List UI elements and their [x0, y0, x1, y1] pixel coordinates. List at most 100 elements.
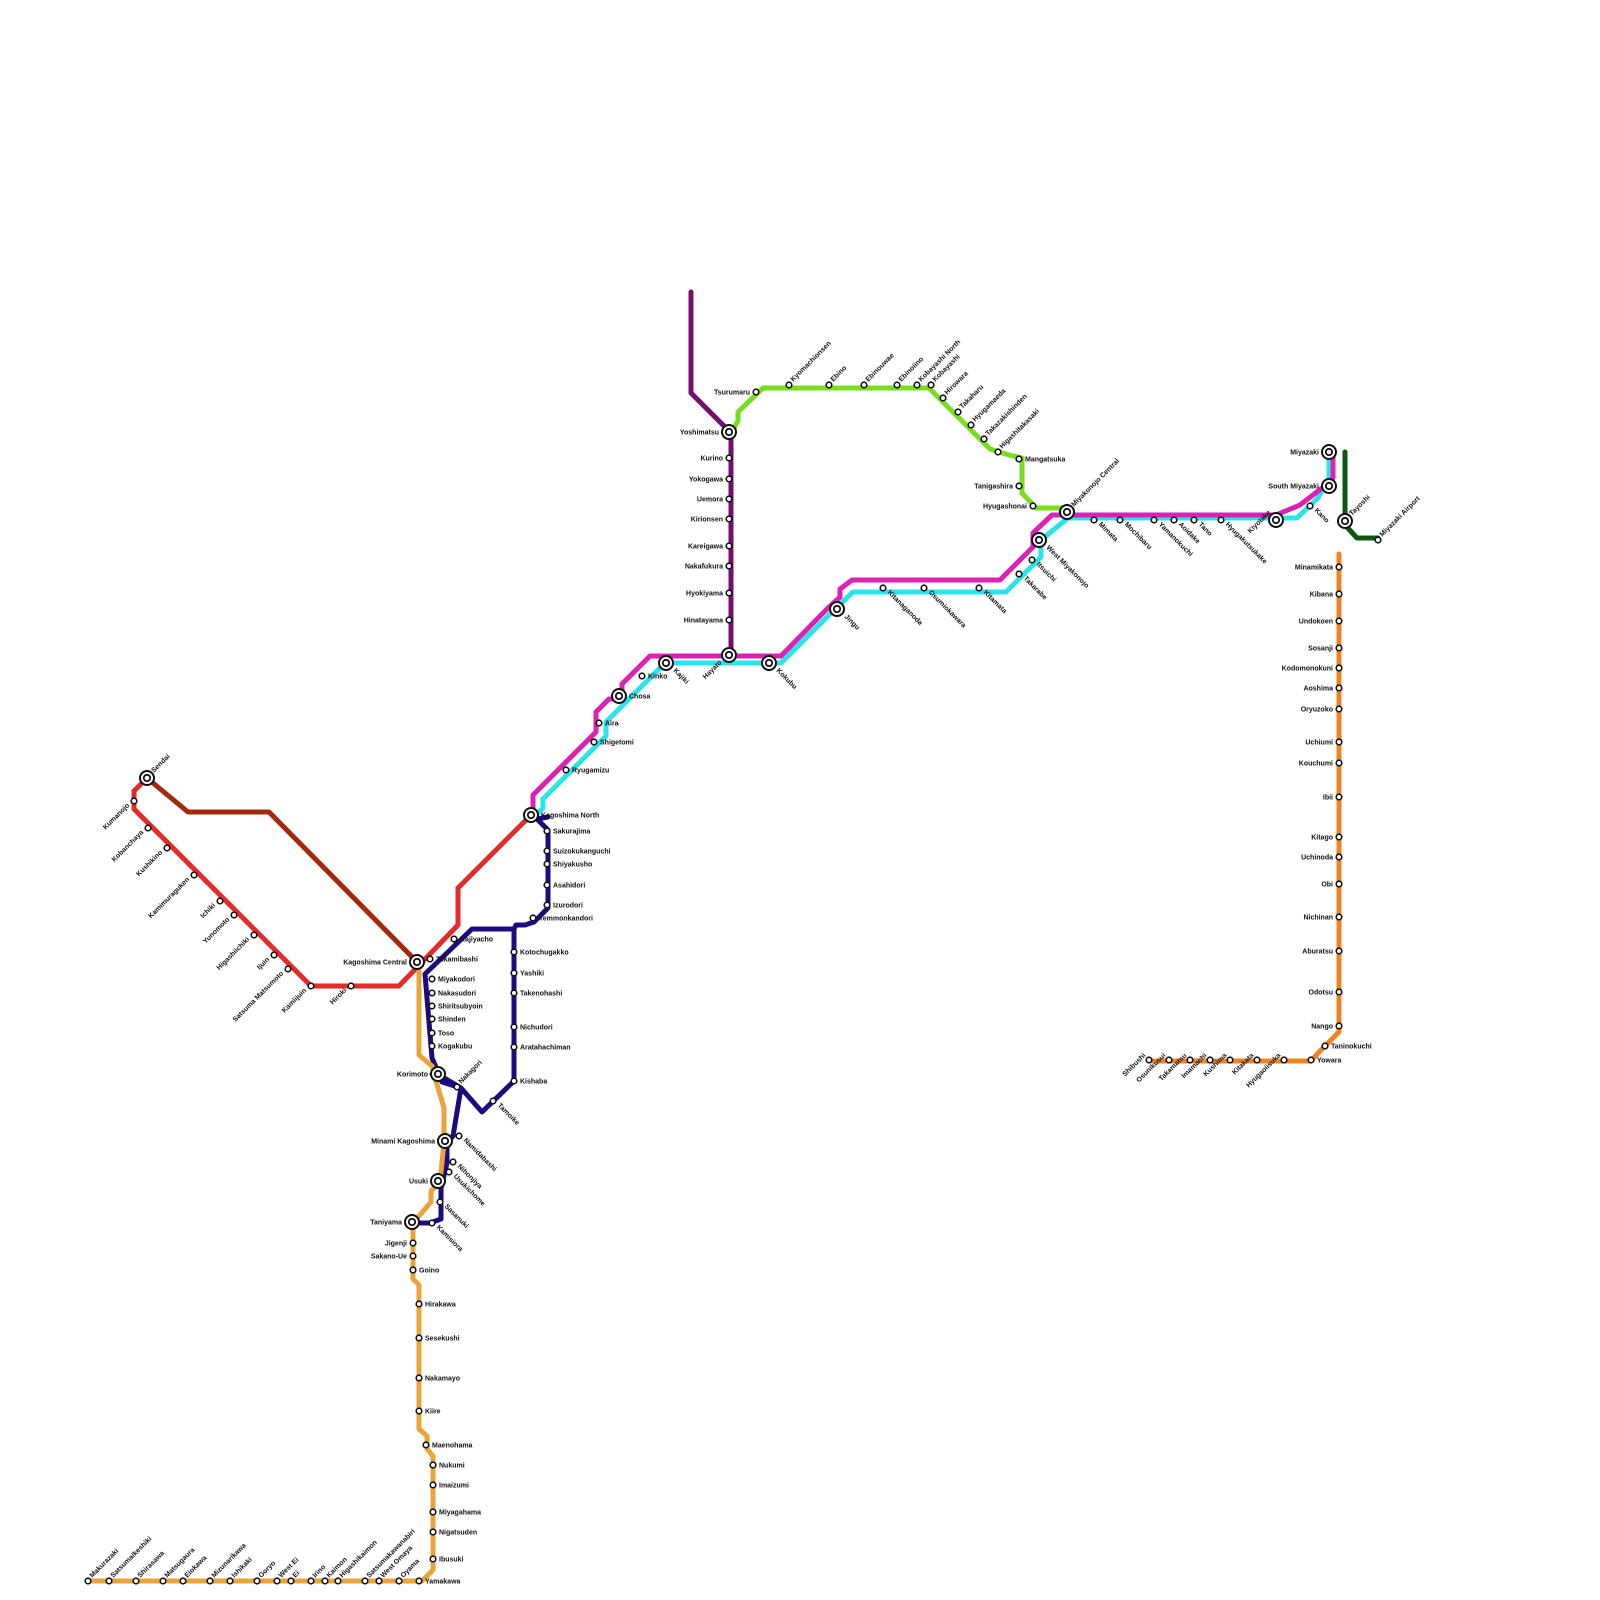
station-marker-hirakawa[interactable] — [415, 1300, 423, 1308]
station-marker-ichiki[interactable] — [216, 897, 224, 905]
station-marker-kishaba[interactable] — [510, 1077, 518, 1085]
station-marker-yamanokuchi[interactable] — [1150, 516, 1158, 524]
station-marker-nukumi[interactable] — [429, 1461, 437, 1469]
station-marker-yokogawa[interactable] — [725, 475, 733, 483]
station-marker-sosanji[interactable] — [1335, 644, 1343, 652]
station-marker-takarabe[interactable] — [1015, 570, 1023, 578]
station-marker-hyokiyama[interactable] — [725, 589, 733, 597]
station-marker-hirowara[interactable] — [939, 394, 947, 402]
station-marker-itsuichi[interactable] — [1028, 556, 1036, 564]
station-marker-usukichome[interactable] — [445, 1168, 453, 1176]
station-marker-goino[interactable] — [409, 1266, 417, 1274]
station-marker-uemora[interactable] — [725, 495, 733, 503]
station-marker-kobanchaya[interactable] — [144, 824, 152, 832]
station-marker-aratahachiman[interactable] — [510, 1043, 518, 1051]
station-marker-makurazaki[interactable] — [84, 1577, 92, 1585]
station-marker-kamisiora[interactable] — [428, 1219, 436, 1227]
station-marker-kushima[interactable] — [1226, 1056, 1234, 1064]
station-marker-oyama[interactable] — [395, 1577, 403, 1585]
station-marker-takamatsu[interactable] — [1186, 1056, 1194, 1064]
station-marker-namidabashi[interactable] — [455, 1132, 463, 1140]
station-marker-ei[interactable] — [287, 1577, 295, 1585]
station-marker-kyomachionsen[interactable] — [785, 381, 793, 389]
station-marker-aira[interactable] — [595, 719, 603, 727]
station-marker-sakano-ue[interactable] — [409, 1252, 417, 1260]
station-marker-hyugakutsukake[interactable] — [1217, 516, 1225, 524]
station-marker-mochibaru[interactable] — [1116, 516, 1124, 524]
station-marker-ebinouwae[interactable] — [860, 381, 868, 389]
station-marker-hyugamaeda[interactable] — [967, 421, 975, 429]
station-marker-kamiijuin[interactable] — [307, 982, 315, 990]
station-marker-hiroki[interactable] — [347, 982, 355, 990]
station-marker-ebino[interactable] — [825, 381, 833, 389]
station-marker-nango[interactable] — [1335, 1022, 1343, 1030]
station-marker-kirionsen[interactable] — [725, 515, 733, 523]
station-marker-suizokukanguchi[interactable] — [543, 847, 551, 855]
station-marker-irino[interactable] — [307, 1577, 315, 1585]
station-marker-temmonkandori[interactable] — [529, 914, 537, 922]
station-marker-kouchumi[interactable] — [1335, 759, 1343, 767]
station-marker-hyugashonai[interactable] — [1029, 502, 1037, 510]
station-marker-kushikino[interactable] — [163, 844, 171, 852]
station-marker-nakafukura[interactable] — [725, 562, 733, 570]
station-marker-kobayashi[interactable] — [927, 381, 935, 389]
station-marker-kobayashi-north[interactable] — [913, 381, 921, 389]
station-marker-kajiyacho[interactable] — [450, 935, 458, 943]
station-marker-kaimon[interactable] — [321, 1577, 329, 1585]
station-marker-kitago[interactable] — [1335, 833, 1343, 841]
station-marker-obi[interactable] — [1335, 880, 1343, 888]
station-marker-nihonjiya[interactable] — [449, 1158, 457, 1166]
station-marker-higashiichiki[interactable] — [250, 931, 258, 939]
station-marker-imaizumi[interactable] — [429, 1481, 437, 1489]
station-marker-kamimuraguken[interactable] — [190, 871, 198, 879]
station-marker-takaharu[interactable] — [954, 408, 962, 416]
station-marker-minamikata[interactable] — [1335, 563, 1343, 571]
station-marker-tano[interactable] — [1190, 516, 1198, 524]
station-marker-imamachi[interactable] — [1206, 1056, 1214, 1064]
station-marker-tanigashira[interactable] — [1015, 482, 1023, 490]
station-marker-west-omaya[interactable] — [375, 1577, 383, 1585]
station-marker-taninokuchi[interactable] — [1321, 1042, 1329, 1050]
station-marker-kano[interactable] — [1306, 502, 1314, 510]
station-marker-ijuin[interactable] — [270, 951, 278, 959]
station-marker-osunikusui[interactable] — [1165, 1056, 1173, 1064]
station-marker-sasanuki[interactable] — [436, 1198, 444, 1206]
station-marker-osumiokawara[interactable] — [920, 584, 928, 592]
station-marker-higashikaimon[interactable] — [334, 1577, 342, 1585]
station-marker-miyazaki-airport[interactable] — [1374, 536, 1382, 544]
station-marker-kumanojo[interactable] — [130, 797, 138, 805]
station-marker-aoidake[interactable] — [1170, 516, 1178, 524]
station-marker-hinatayama[interactable] — [725, 616, 733, 624]
station-marker-kinko[interactable] — [638, 672, 646, 680]
station-marker-ibusuki[interactable] — [429, 1555, 437, 1563]
station-marker-mimata[interactable] — [1090, 516, 1098, 524]
station-marker-odotsu[interactable] — [1335, 988, 1343, 996]
station-marker-takamibashi[interactable] — [426, 955, 434, 963]
station-marker-uchiumi[interactable] — [1335, 738, 1343, 746]
station-marker-hyugaoiisuka[interactable] — [1280, 1056, 1288, 1064]
station-marker-ryugamizu[interactable] — [562, 766, 570, 774]
station-marker-kotochugakko[interactable] — [510, 948, 518, 956]
station-marker-toso[interactable] — [428, 1029, 436, 1037]
station-marker-ebinoiino[interactable] — [893, 381, 901, 389]
station-marker-shiyakusho[interactable] — [543, 860, 551, 868]
station-marker-mangatsuka[interactable] — [1015, 455, 1023, 463]
station-marker-nichinan[interactable] — [1335, 913, 1343, 921]
station-marker-yunomoto[interactable] — [230, 911, 238, 919]
station-marker-kiire[interactable] — [415, 1407, 423, 1415]
station-marker-uchinoda[interactable] — [1335, 853, 1343, 861]
station-marker-izurodori[interactable] — [543, 901, 551, 909]
station-marker-eiokawa[interactable] — [179, 1577, 187, 1585]
station-marker-kibana[interactable] — [1335, 590, 1343, 598]
station-marker-yashiki[interactable] — [510, 969, 518, 977]
station-marker-shinden[interactable] — [428, 1015, 436, 1023]
station-marker-jigenji[interactable] — [409, 1239, 417, 1247]
station-marker-kitanaganoda[interactable] — [879, 584, 887, 592]
station-marker-asahidori[interactable] — [543, 881, 551, 889]
station-marker-kareigawa[interactable] — [725, 542, 733, 550]
station-marker-matsugaura[interactable] — [159, 1577, 167, 1585]
station-marker-sakurajima[interactable] — [543, 827, 551, 835]
station-marker-nakagori[interactable] — [453, 1083, 461, 1091]
station-marker-mizunarikawa[interactable] — [206, 1577, 214, 1585]
station-marker-tamoike[interactable] — [489, 1097, 497, 1105]
